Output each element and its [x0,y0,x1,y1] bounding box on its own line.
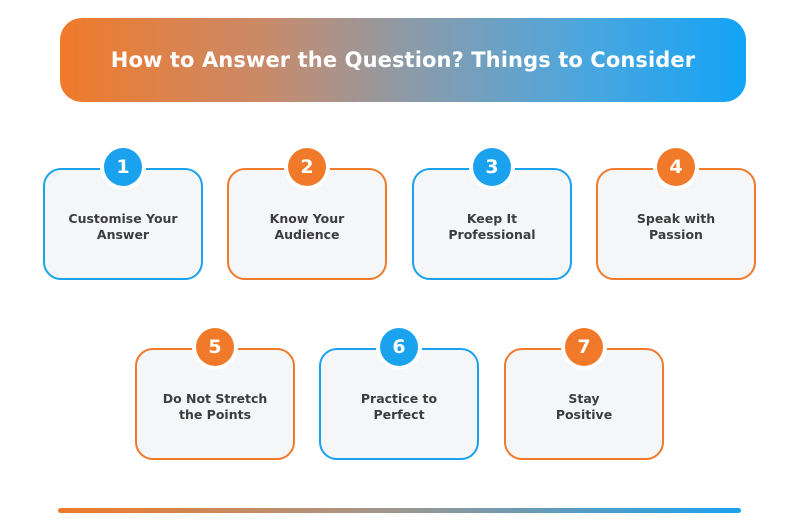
step-number-badge: 6 [380,328,418,366]
step-label: Know Your Audience [269,211,345,242]
step-number-badge: 7 [565,328,603,366]
step-label: Customise Your Answer [68,211,178,242]
step-label: Practice to Perfect [360,391,438,422]
step-number-badge: 2 [288,148,326,186]
step-number-badge: 1 [104,148,142,186]
step-label: Stay Positive [555,391,613,422]
step-card-6: Practice to Perfect [319,348,479,460]
banner-title: How to Answer the Question? Things to Co… [110,48,696,72]
step-number-badge: 5 [196,328,234,366]
step-number-badge: 3 [473,148,511,186]
title-banner: How to Answer the Question? Things to Co… [60,18,746,102]
step-card-5: Do Not Stretch the Points [135,348,295,460]
step-card-3: Keep It Professional [412,168,572,280]
step-label: Do Not Stretch the Points [162,391,268,422]
step-card-2: Know Your Audience [227,168,387,280]
step-card-1: Customise Your Answer [43,168,203,280]
step-label: Speak with Passion [636,211,716,242]
step-number-badge: 4 [657,148,695,186]
step-label: Keep It Professional [448,211,536,242]
bottom-divider [58,508,741,513]
step-card-7: Stay Positive [504,348,664,460]
